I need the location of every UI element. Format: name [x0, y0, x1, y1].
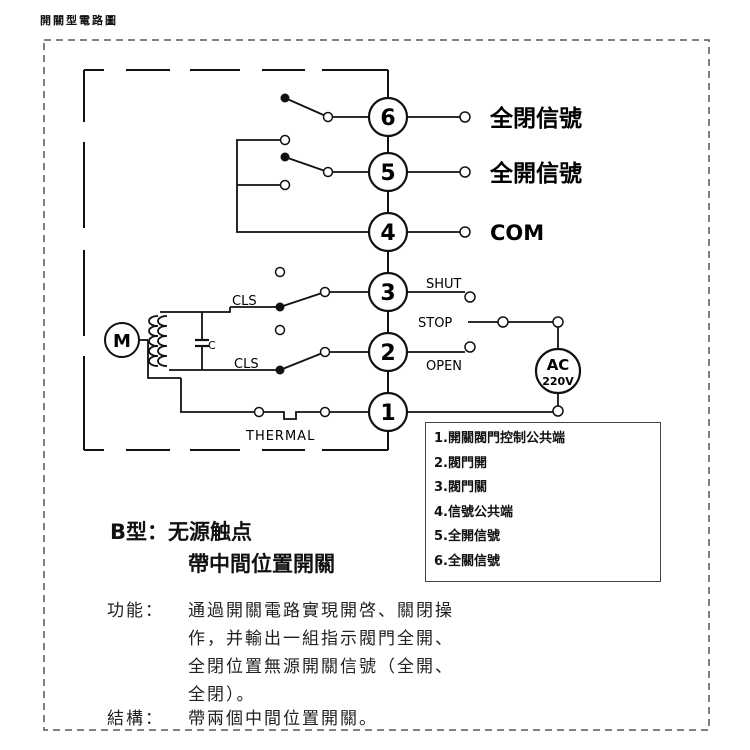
output-6-label: 全閉信號 — [489, 105, 582, 132]
stop-terminal — [497, 316, 509, 328]
motor-label: M — [113, 331, 131, 352]
terminal-legend: 1.開關閥門控制公共端 2.閥門開 3.閥門關 4.信號公共端 5.全開信號 6… — [425, 422, 661, 582]
open-terminal — [464, 341, 476, 353]
legend-item-5: 5.全開信號 — [434, 529, 500, 545]
terminal-3-label: 3 — [380, 281, 395, 306]
terminal-6-label: 6 — [380, 106, 395, 131]
legend-item-6: 6.全關信號 — [434, 553, 500, 569]
ac-label: AC — [547, 356, 570, 374]
winding-b — [157, 315, 168, 367]
type-title-line2: 帶中間位置開關 — [188, 552, 335, 576]
output-5-label: 全開信號 — [489, 160, 582, 187]
contact-5-bottom — [279, 179, 291, 191]
contact-5-top — [279, 134, 291, 146]
legend-item-3: 3.閥門關 — [434, 480, 487, 496]
capacitor-label: C — [208, 339, 216, 352]
voltage-label: 220V — [542, 375, 574, 388]
cls-bottom-arm — [279, 351, 326, 371]
function-line-2: 作，并輸出一組指示閥門全開、 — [188, 629, 454, 649]
contact-5-terminal — [322, 166, 334, 178]
structure-label: 結構： — [107, 709, 164, 729]
function-line-1: 通過開關電路實現開啓、關閉操 — [188, 601, 454, 621]
winding-a — [148, 315, 159, 367]
legend-item-4: 4.信號公共端 — [434, 504, 513, 520]
terminal-2-label: 2 — [380, 341, 395, 366]
terminal-5-label: 5 — [380, 161, 395, 186]
output-4-label: COM — [490, 221, 544, 245]
thermal-contact-left — [253, 406, 265, 418]
function-line-4: 全閉）。 — [188, 685, 256, 705]
cls-top-label: CLS — [232, 294, 257, 309]
contact-6-terminal — [322, 111, 334, 123]
ac-top-terminal — [552, 316, 564, 328]
terminal-1-label: 1 — [380, 401, 395, 426]
outer-dashed-frame — [43, 39, 710, 731]
type-title-line1: B型：无源触点 — [110, 520, 253, 544]
thermal-label: THERMAL — [245, 429, 315, 444]
shut-label: SHUT — [426, 277, 462, 292]
function-line-3: 全閉位置無源開關信號（全開、 — [188, 657, 454, 677]
legend-item-2: 2.閥門開 — [434, 455, 487, 471]
shut-terminal — [464, 291, 476, 303]
output-5-terminal — [459, 166, 471, 178]
ac-bottom-terminal — [552, 405, 564, 417]
cls-bottom-label: CLS — [234, 357, 259, 372]
switch-6-arm — [284, 97, 329, 118]
diagram-header: 開關型電路圖 — [40, 14, 118, 27]
thermal-contact-right — [319, 406, 331, 418]
output-4-terminal — [459, 226, 471, 238]
open-label: OPEN — [426, 359, 462, 374]
switch-5-arm — [284, 156, 329, 173]
terminal-4-label: 4 — [380, 221, 395, 246]
function-label: 功能： — [107, 601, 164, 621]
output-6-terminal — [459, 111, 471, 123]
com-bracket — [236, 139, 368, 233]
thermal-switch — [264, 411, 320, 420]
legend-item-1: 1.開關閥門控制公共端 — [434, 431, 565, 446]
cls-top-arm — [279, 291, 326, 308]
structure-text: 帶兩個中間位置開關。 — [188, 709, 378, 729]
stop-label: STOP — [418, 316, 452, 331]
